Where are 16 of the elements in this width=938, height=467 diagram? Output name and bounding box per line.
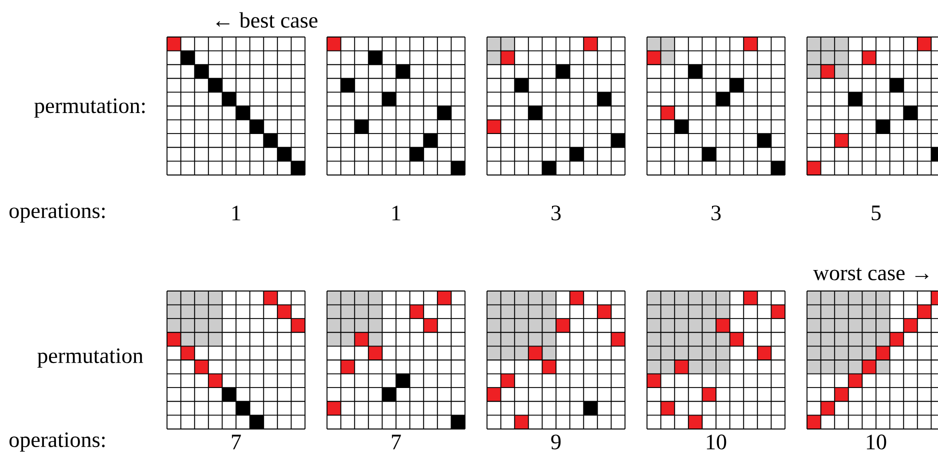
case-label: worst case → bbox=[813, 268, 928, 280]
case-label: ← best case bbox=[216, 12, 318, 28]
operation-count: 9 bbox=[551, 434, 561, 450]
row-label: permutation bbox=[37, 348, 144, 368]
operation-count: 10 bbox=[706, 434, 726, 450]
operation-count: 7 bbox=[392, 434, 401, 450]
row-label: permutation: bbox=[34, 98, 145, 118]
operation-count: 1 bbox=[232, 206, 240, 220]
operation-count: 1 bbox=[392, 206, 400, 220]
operation-count: 7 bbox=[232, 434, 241, 450]
operation-count: 5 bbox=[872, 206, 881, 220]
row-label: operations: bbox=[10, 432, 105, 452]
operation-count: 10 bbox=[866, 434, 886, 450]
row-label: operations: bbox=[10, 203, 105, 223]
operation-count: 3 bbox=[712, 206, 721, 220]
operation-count: 3 bbox=[552, 206, 561, 220]
